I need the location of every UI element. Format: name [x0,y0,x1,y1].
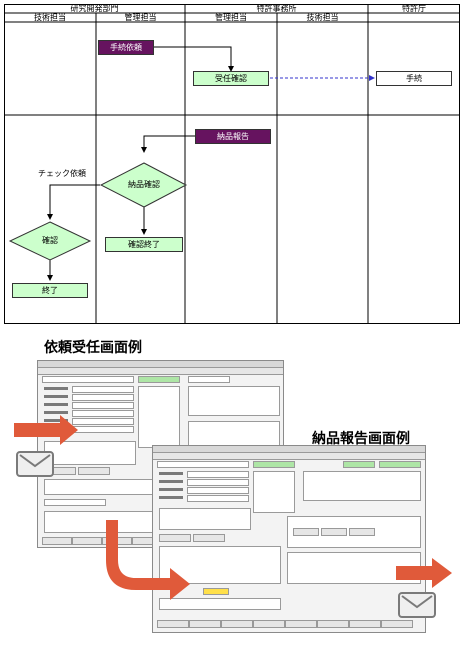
group-research: 研究開発部門 [70,4,119,13]
group-patent-office-agent: 特許事務所 [256,4,297,13]
check-request-label: チェック依頼 [38,169,86,178]
delivery-confirm-diamond [99,162,188,208]
confirm-diamond [8,221,92,261]
node-confirm: 確認 [42,236,58,245]
swimlane-grid [4,4,460,324]
node-acceptance-confirm: 受任確認 [193,71,269,86]
node-delivery-confirm: 納品確認 [128,180,160,189]
mail-icon-2 [398,592,436,618]
role-tech-2: 技術担当 [306,13,339,22]
arrow-right-icon-2 [396,558,452,588]
node-end: 終了 [12,283,88,298]
role-admin-2: 管理担当 [215,13,247,22]
role-admin-1: 管理担当 [124,13,157,22]
delivery-screen-mock [152,445,426,633]
node-confirm-done: 確認終了 [105,237,183,252]
node-delivery-report: 納品報告 [195,129,271,144]
curved-arrow-icon [106,520,190,600]
flow-connectors [8,46,375,281]
role-tech-1: 技術担当 [34,13,66,22]
caption-request-screen: 依頼受任画面例 [44,340,142,356]
node-procedure: 手続 [376,71,452,86]
group-patent-office: 特許庁 [402,4,426,13]
swimlane-frame [4,4,460,324]
caption-delivery-screen: 納品報告画面例 [312,431,410,447]
arrow-right-icon [14,415,78,445]
node-procedure-request: 手続依頼 [98,40,154,55]
mail-icon [16,451,54,477]
